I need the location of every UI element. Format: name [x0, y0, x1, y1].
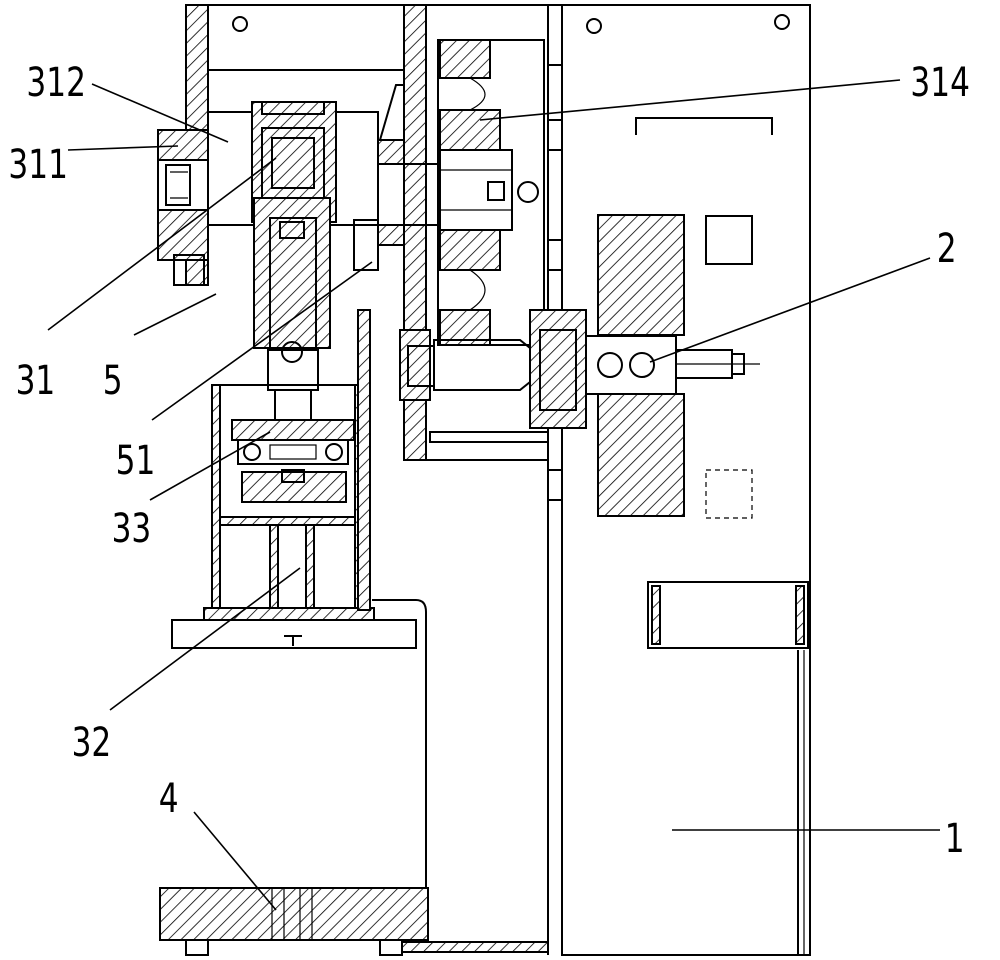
label-31: 31 — [16, 358, 56, 404]
label-51: 51 — [116, 438, 156, 484]
cabinet-frame — [547, 4, 811, 956]
label-314: 314 — [910, 60, 970, 106]
label-312: 312 — [26, 60, 86, 106]
label-33: 33 — [112, 506, 152, 552]
part-labels: 312 311 31 5 51 33 32 4 314 2 1 — [8, 60, 970, 862]
shaft-assembly-2 — [399, 214, 760, 517]
base-plate-4 — [159, 887, 549, 956]
head-assembly — [157, 101, 379, 421]
leader-lines — [47, 79, 940, 911]
label-311: 311 — [8, 142, 68, 188]
label-2: 2 — [937, 226, 957, 272]
label-1: 1 — [945, 816, 965, 862]
pulley-314 — [437, 39, 545, 346]
label-5: 5 — [103, 358, 123, 404]
label-4: 4 — [159, 776, 179, 822]
label-32: 32 — [72, 720, 112, 766]
lower-frame — [171, 309, 427, 941]
